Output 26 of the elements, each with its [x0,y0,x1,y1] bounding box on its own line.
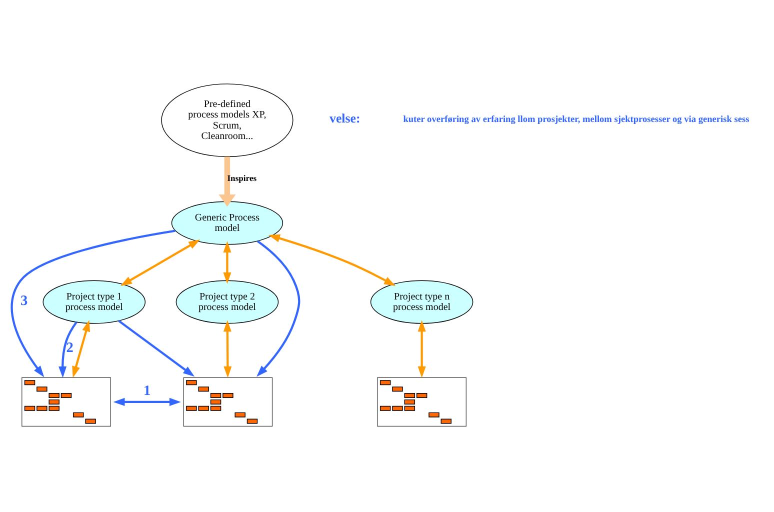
arrow [268,234,396,286]
edge-label: 1 [144,382,151,398]
arrow [218,156,236,206]
label: kuter overføring av erfaring llom prosjekter, mellom sjektprosesser og via generisk sess [403,114,750,124]
edge-label: 2 [66,339,74,356]
arrow [58,321,78,378]
node-ellipse: Pre-defined process models XP, Scrum, Cleanroom... [161,83,294,156]
node-chart [183,376,273,426]
arrow [223,240,232,284]
arrow [256,240,300,376]
arrow [118,319,195,376]
node-ellipse: Project type 2 process model [176,280,279,324]
arrow [113,397,181,406]
node-chart [377,376,467,426]
node-chart [22,376,111,426]
arrow [418,320,426,378]
arrow [120,239,200,286]
edge-label: Inspires [227,172,257,182]
node-ellipse: Project type n process model [370,280,474,324]
arrow [223,320,232,378]
edge-label: 3 [20,292,28,308]
arrow [10,229,176,377]
node-ellipse: Project type 1 process model [42,280,146,324]
node-ellipse: Generic Process model [171,200,284,244]
arrow [72,320,90,378]
label: velse: [330,111,360,126]
